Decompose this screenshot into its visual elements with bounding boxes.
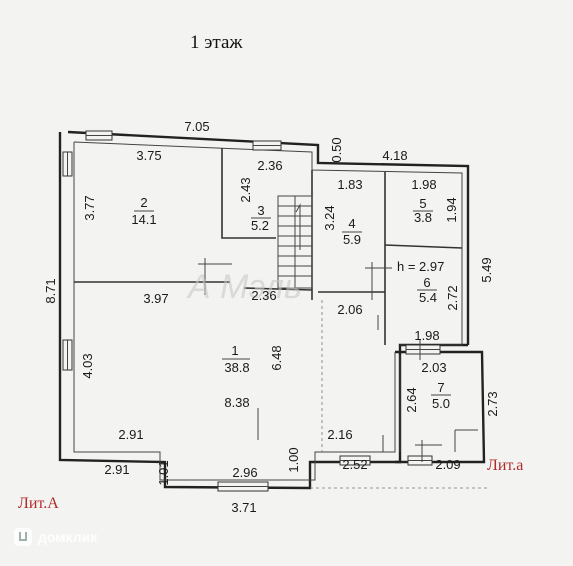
room-2-number: 2 (140, 195, 147, 210)
floor-title: 1 этаж (190, 32, 243, 53)
dim-room1-mid-width: 2.36 (251, 288, 276, 303)
domclick-logo-icon (14, 528, 32, 546)
dim-room1-height: 6.48 (269, 345, 284, 370)
dim-room4-height: 3.24 (322, 205, 337, 230)
windows (62, 130, 441, 492)
dim-step-right: 1.00 (286, 447, 301, 472)
dim-right-total: 5.49 (479, 257, 494, 282)
domclick-watermark: домклик (14, 528, 97, 546)
room-4-number: 4 (348, 216, 355, 231)
dim-room7-width: 2.03 (421, 360, 446, 375)
dim-step-left: 1.01 (156, 460, 171, 485)
dim-hall-width: 2.06 (337, 302, 362, 317)
dim-room4-width: 1.83 (337, 177, 362, 192)
dim-room5-height: 1.94 (444, 197, 459, 222)
room-7-number: 7 (437, 380, 444, 395)
dim-room1-bottom-right: 2.16 (327, 427, 352, 442)
room-labels: 2 14.1 3 5.2 4 5.9 5 3.8 6 5.4 1 38.8 7 … (131, 195, 451, 411)
dim-room7-height: 2.64 (404, 387, 419, 412)
room-3-area: 5.2 (251, 218, 269, 233)
dim-bottom-mid: 2.96 (232, 465, 257, 480)
dim-room1-top-width: 3.97 (143, 291, 168, 306)
room-4-area: 5.9 (343, 232, 361, 247)
room-5-area: 3.8 (414, 210, 432, 225)
lit-a-upper-label: Лит.А (18, 495, 59, 512)
watermark-mark: А Мэль (186, 268, 302, 306)
dimension-labels: 7.05 4.18 3.75 2.36 1.83 1.98 3.97 2.36 … (104, 119, 460, 515)
dim-room2-width: 3.75 (136, 148, 161, 163)
room-6-number: 6 (423, 275, 430, 290)
dim-room3-height: 2.43 (238, 177, 253, 202)
room-7-area: 5.0 (432, 396, 450, 411)
dim-annex-height: 2.73 (485, 391, 500, 416)
room-3-number: 3 (257, 203, 264, 218)
dim-outer-bottom-left: 2.91 (104, 462, 129, 477)
room-6-area: 5.4 (419, 290, 437, 305)
lit-a-lower-label: Лит.а (487, 457, 523, 474)
dim-room7-bottom: 2.09 (435, 457, 460, 472)
dim-room6-height: 2.72 (445, 285, 460, 310)
dim-bottom-total: 3.71 (231, 500, 256, 515)
room-1-number: 1 (231, 343, 238, 358)
dim-top-right: 4.18 (382, 148, 407, 163)
dim-room1-bottom-left: 2.91 (118, 427, 143, 442)
ceiling-height-label: h = 2.97 (397, 259, 444, 274)
watermark-text: домклик (38, 529, 98, 545)
room-5-number: 5 (419, 196, 426, 211)
dim-room1-left-height: 4.03 (80, 353, 95, 378)
vertical-dimension-labels: 0.50 3.77 2.43 3.24 1.94 8.71 5.49 2.72 … (43, 137, 500, 485)
dim-top-step: 0.50 (329, 137, 344, 162)
dim-room2-height: 3.77 (82, 195, 97, 220)
dim-annex-bottom: 2.52 (342, 457, 367, 472)
dim-room1-width: 8.38 (224, 395, 249, 410)
door-marks (198, 258, 442, 462)
staircase (277, 195, 313, 289)
dim-top-total: 7.05 (184, 119, 209, 134)
dim-room5-width: 1.98 (411, 177, 436, 192)
dim-left-total: 8.71 (43, 278, 58, 303)
dim-room3-width: 2.36 (257, 158, 282, 173)
room-1-area: 38.8 (224, 360, 249, 375)
room-2-area: 14.1 (131, 212, 156, 227)
dim-room6-width: 1.98 (414, 328, 439, 343)
